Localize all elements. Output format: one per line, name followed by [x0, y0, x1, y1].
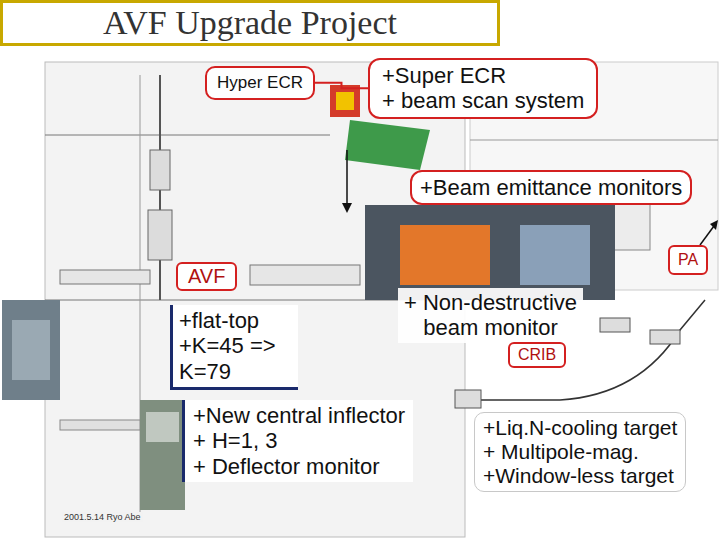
callout-text: +New central inflector	[193, 403, 405, 428]
callout-text: beam monitor	[404, 315, 577, 340]
callout-text: + H=1, 3	[193, 428, 405, 453]
callout-text: CRIB	[518, 346, 556, 364]
upgrade-callout: + Non-destructivebeam monitor	[398, 288, 583, 343]
upgrade-callout: +New central inflector+ H=1, 3+ Deflecto…	[182, 400, 413, 482]
callout-text: + beam scan system	[382, 88, 584, 113]
upgrade-callout: +flat-top+K=45 => K=79	[170, 305, 298, 390]
callout-text: +K=45 => K=79	[179, 333, 292, 384]
callout-text: + Non-destructive	[404, 290, 577, 315]
area-box: AVF	[176, 262, 237, 291]
callout-text: +Liq.N-cooling target	[483, 416, 677, 440]
callout-text: Hyper ECR	[217, 73, 303, 93]
callout-text: + Multipole-mag.	[483, 440, 677, 464]
callout-text: +flat-top	[179, 308, 292, 333]
upgrade-callout: +Super ECR+ beam scan system	[368, 58, 598, 119]
connector-line	[315, 83, 368, 89]
slide-title: AVF Upgrade Project	[103, 4, 397, 42]
area-box: CRIB	[508, 342, 566, 368]
callout-text: AVF	[188, 265, 225, 288]
callout-text: +Beam emittance monitors	[420, 175, 682, 200]
callout-text: +Super ECR	[382, 63, 584, 88]
area-box: PA	[668, 245, 708, 275]
note-label: 2001.5.14 Ryo Abe	[62, 512, 143, 522]
source-box: Hyper ECR	[205, 66, 315, 100]
title-box: AVF Upgrade Project	[0, 0, 500, 46]
callout-text: PA	[678, 251, 698, 269]
callout-text: + Deflector monitor	[193, 454, 405, 479]
callout-text: +Window-less target	[483, 464, 677, 488]
upgrade-callout: +Liq.N-cooling target+ Multipole-mag.+Wi…	[474, 412, 686, 492]
upgrade-callout: +Beam emittance monitors	[410, 170, 692, 205]
